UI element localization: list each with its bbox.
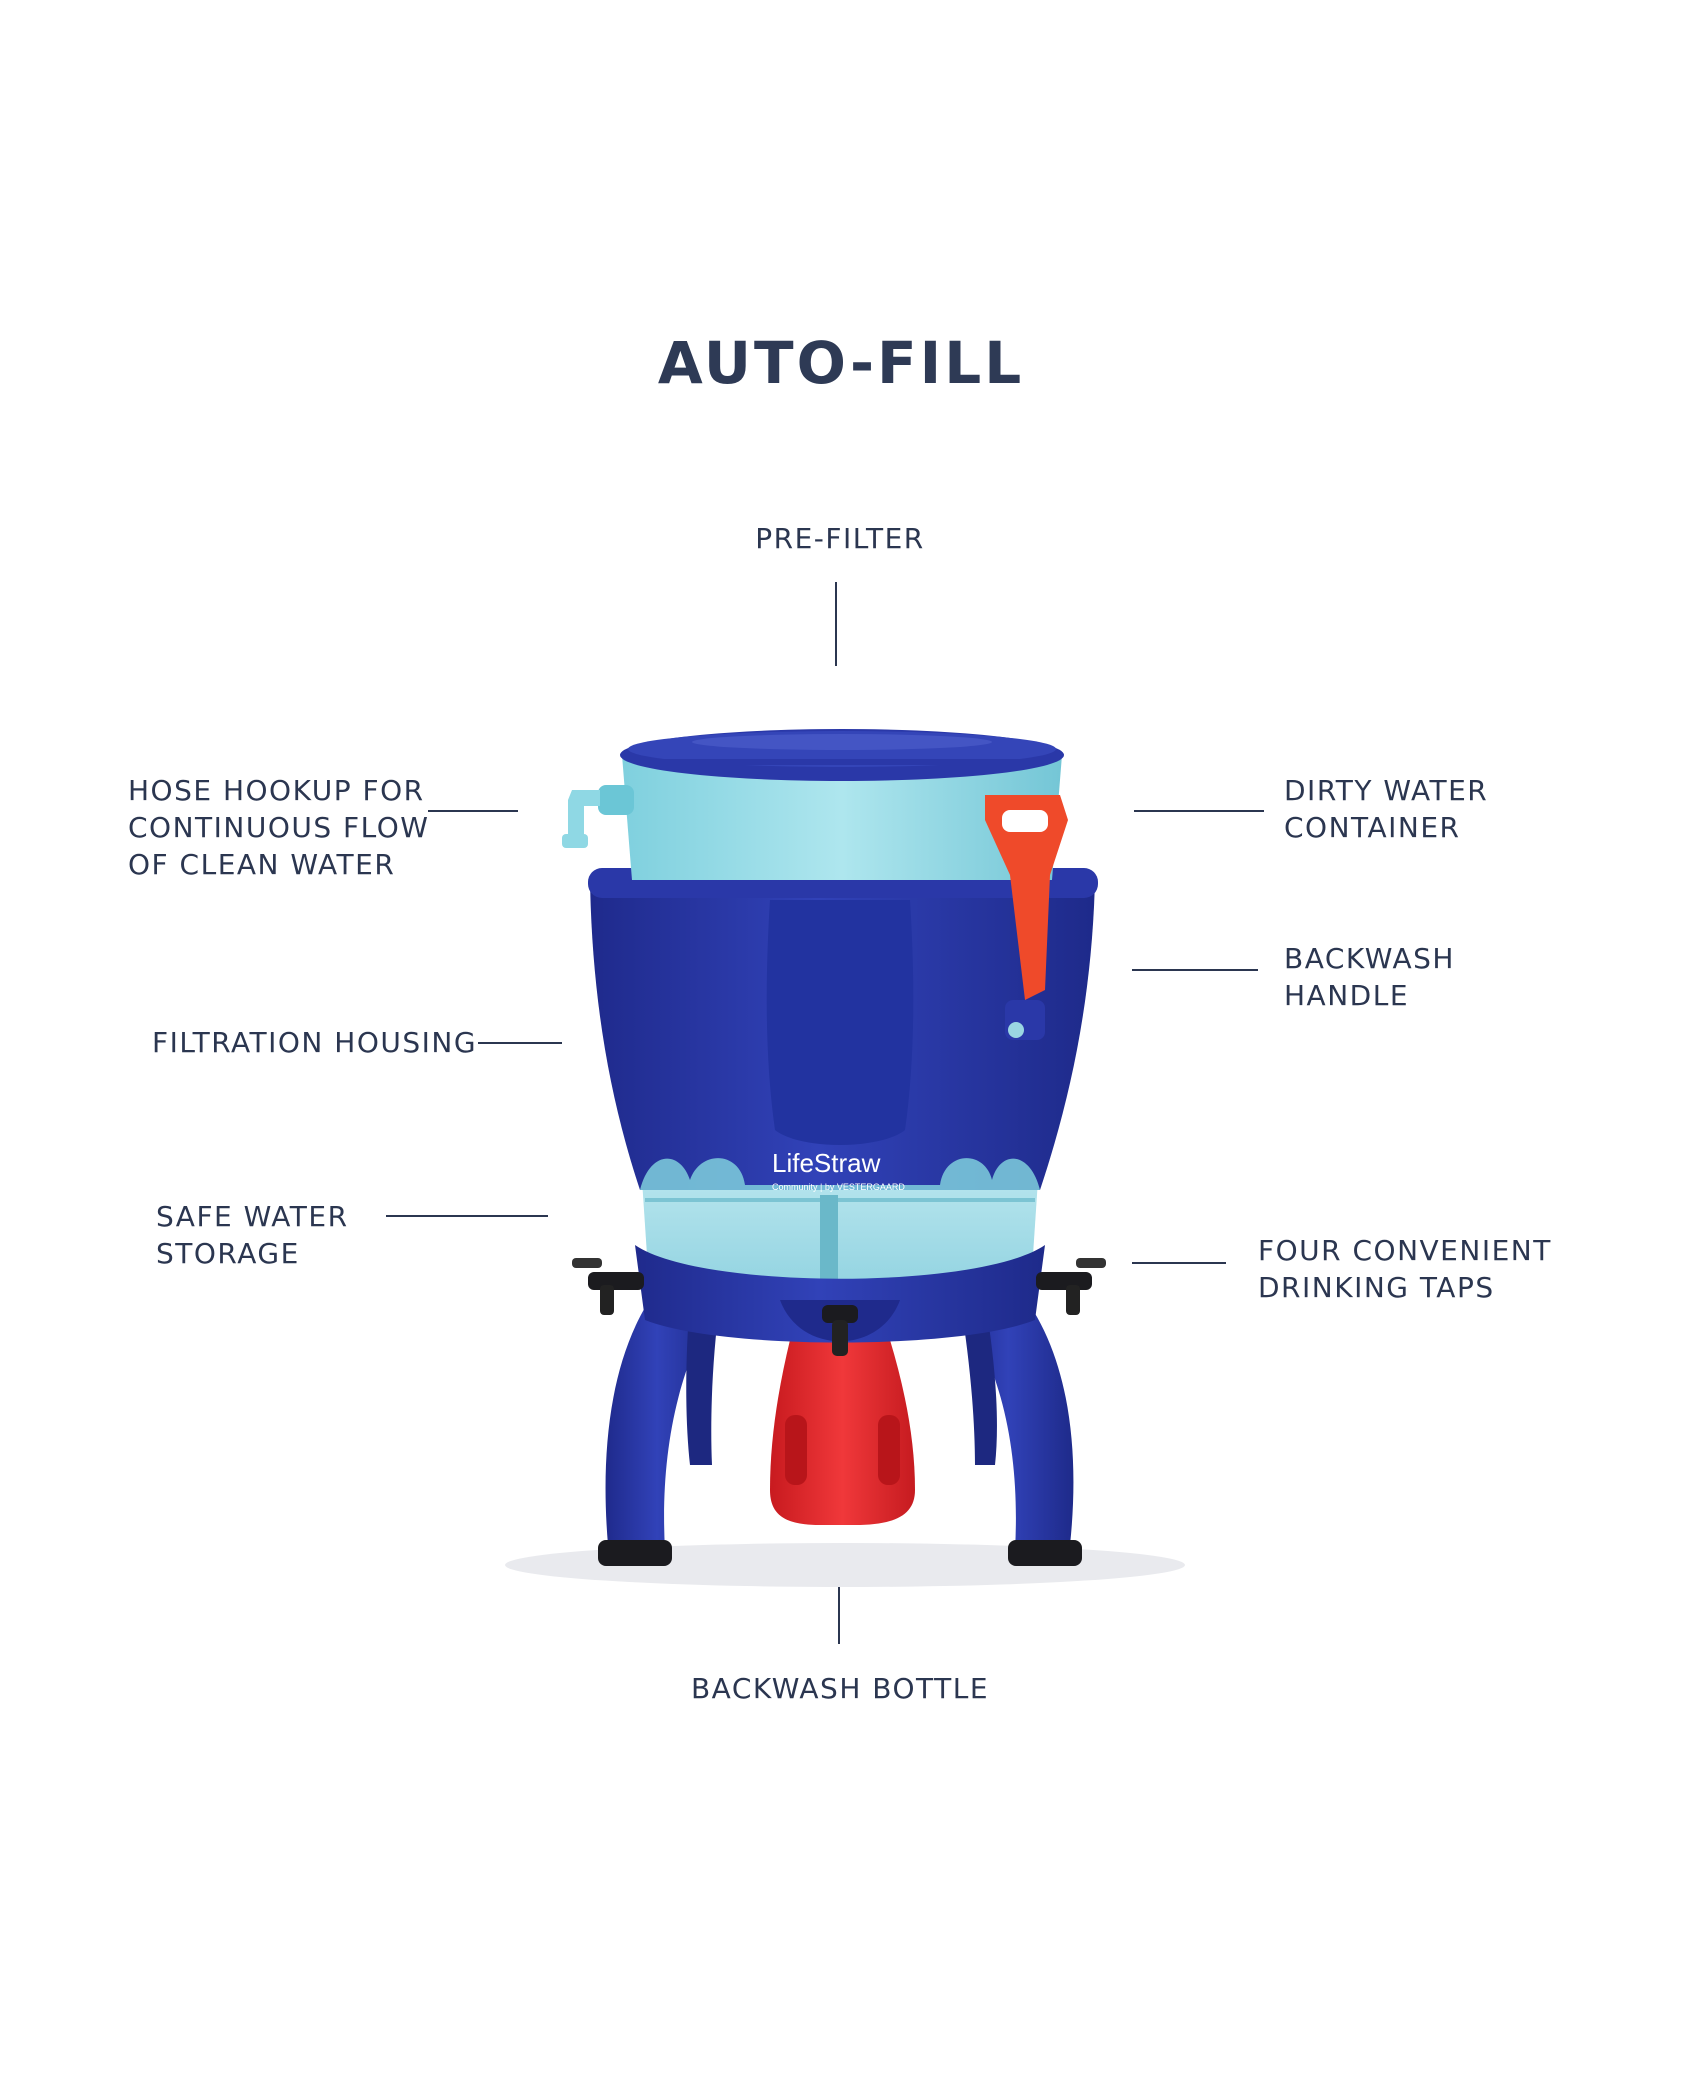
leader-line-safe-water [386, 1215, 548, 1217]
brand-logo: LifeStraw [772, 1148, 881, 1178]
leader-line-backwash-bottle [838, 1560, 840, 1644]
label-backwash-handle: BACKWASH HANDLE [1284, 942, 1455, 1012]
page-title: AUTO-FILL [657, 328, 1025, 397]
label-hose-hookup: HOSE HOOKUP FOR CONTINUOUS FLOW OF CLEAN… [128, 774, 430, 881]
label-backwash-bottle: BACKWASH BOTTLE [690, 1672, 990, 1705]
drinking-tap-icon-front [822, 1305, 858, 1356]
leader-line-dirty-water [1134, 810, 1264, 812]
backwash-bottle [770, 1340, 915, 1525]
leader-line-hose [428, 810, 518, 812]
label-drinking-taps: FOUR CONVENIENT DRINKING TAPS [1258, 1234, 1552, 1304]
leader-line-filtration [478, 1042, 562, 1044]
leader-line-backwash-handle [1132, 969, 1258, 971]
label-filtration-housing: FILTRATION HOUSING [152, 1026, 478, 1059]
drinking-tap-icon-left [572, 1258, 644, 1315]
label-pre-filter: PRE-FILTER [755, 522, 925, 555]
label-safe-water: SAFE WATER STORAGE [156, 1200, 349, 1270]
backwash-handle-icon [985, 795, 1068, 1040]
stand-legs [598, 1285, 1082, 1566]
brand-subline: Community | by VESTERGAARD [772, 1182, 905, 1192]
pre-filter-lid [692, 734, 992, 750]
leader-line-taps [1132, 1262, 1226, 1264]
label-dirty-water: DIRTY WATER CONTAINER [1284, 774, 1489, 844]
filtration-housing: LifeStraw Community | by VESTERGAARD [588, 868, 1098, 1192]
drinking-tap-icon-right [1036, 1258, 1106, 1315]
leader-line-pre-filter [835, 582, 837, 666]
hose-hookup-icon [562, 785, 634, 848]
